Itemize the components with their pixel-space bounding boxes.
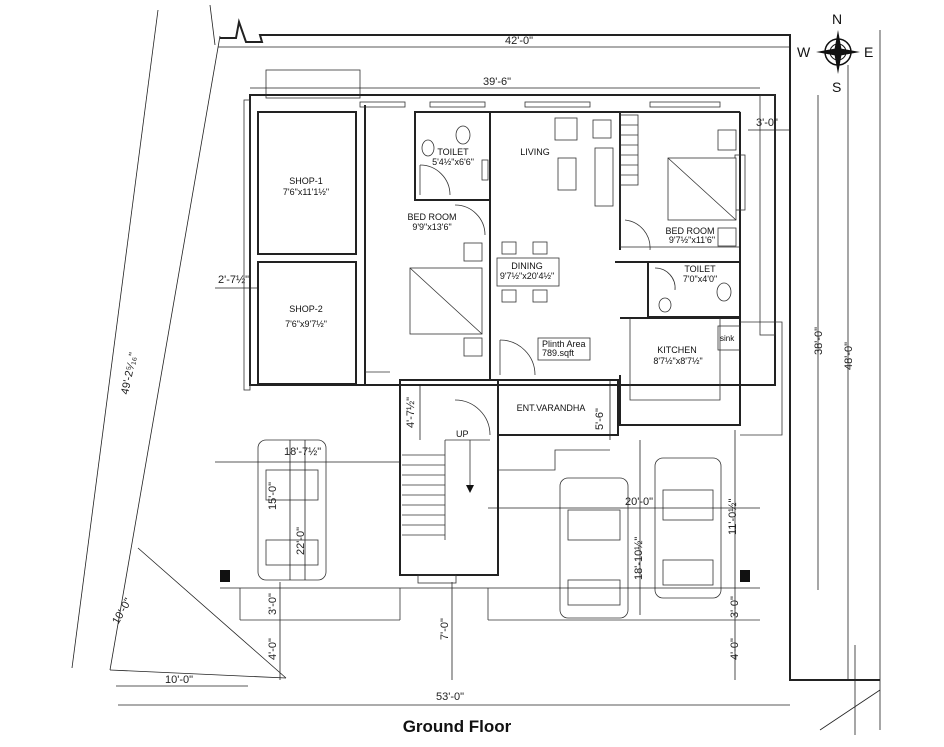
bed2-name: BED ROOM	[665, 226, 714, 236]
dim-car-22: 22'-0"	[295, 527, 307, 555]
door-swings	[419, 164, 676, 436]
shop2-size: 7'6"x9'7½"	[285, 319, 327, 329]
car-icons	[257, 439, 722, 619]
bed1-size: 9'9"x13'6"	[412, 222, 451, 232]
compass-n: N	[832, 11, 842, 27]
building-walls	[220, 69, 783, 582]
compass-s: S	[832, 79, 841, 95]
dim-car-18: 18'-10½"	[633, 537, 645, 580]
living-name: LIVING	[520, 147, 550, 157]
dim-bot-7: 7'-0"	[439, 618, 451, 640]
room-labels: SHOP-1 7'6"x11'1½" SHOP-2 7'6"x9'7½" TOI…	[283, 147, 735, 439]
dim-left-small: 2'-7½"	[218, 274, 249, 286]
staircase-upper	[619, 114, 639, 186]
car-left	[257, 439, 327, 581]
car-right	[654, 457, 722, 599]
sofa-icon	[594, 147, 614, 207]
dining-name: DINING	[511, 261, 543, 271]
dim-car-11: 11'-0½"	[727, 499, 739, 535]
dim-left-diag: 49'-2⁵⁄₁₆"	[119, 351, 140, 395]
plinth-name: Plinth Area	[542, 339, 586, 349]
sink-label: sink	[720, 334, 735, 343]
shop2-name: SHOP-2	[289, 304, 323, 314]
toilet1-size: 5'4½"x6'6"	[432, 157, 474, 167]
table-icon	[557, 157, 577, 191]
dimension-lines	[116, 46, 849, 706]
dim-right-setback: 3'-0"	[756, 117, 778, 129]
dim-bot-10: 10'-0"	[165, 674, 193, 686]
dim-bottom-total: 53'-0"	[436, 691, 464, 703]
dimension-labels: 42'-0" 39'-6" 3'-0" 49'-2⁵⁄₁₆" 2'-7½" 18…	[110, 35, 855, 703]
dining-size: 9'7½"x20'4½"	[500, 271, 554, 281]
dim-right-38: 38'-0"	[813, 327, 825, 355]
dim-bot-3a: 3'-0"	[267, 593, 279, 615]
kitchen-name: KITCHEN	[657, 345, 697, 355]
stair-up-label: UP	[456, 429, 469, 439]
dim-bot-4a: 4'-0"	[267, 638, 279, 660]
dim-bot-4b: 4'-0"	[729, 638, 741, 660]
dim-car-15: 15'-0"	[267, 482, 279, 510]
drawing-title: Ground Floor	[403, 717, 512, 736]
toilet2-size: 7'0"x4'0"	[683, 274, 717, 284]
toilet1-name: TOILET	[437, 147, 469, 157]
toilet2-name: TOILET	[684, 264, 716, 274]
bed1-name: BED ROOM	[407, 212, 456, 222]
staircase	[402, 439, 490, 540]
shop1-size: 7'6"x11'1½"	[283, 187, 329, 197]
compass-icon: N S E W	[797, 11, 873, 95]
compass-e: E	[864, 44, 873, 60]
armchair-icon	[554, 117, 578, 141]
plinth-value: 789.sqft	[542, 348, 575, 358]
dim-mid-418: 18'-7½"	[284, 446, 321, 458]
furniture	[409, 117, 737, 357]
dim-ver-56: 5'-6"	[594, 408, 606, 430]
dim-diag-10: 10'-0"	[110, 596, 134, 626]
shop1-name: SHOP-1	[289, 176, 323, 186]
site-boundary	[71, 4, 881, 735]
toilet-seat-icon	[455, 125, 471, 145]
dim-bot-3b: 3'-0"	[729, 596, 741, 618]
compass-w: W	[797, 44, 811, 60]
dim-car-20: 20'-0"	[625, 496, 653, 508]
kitchen-size: 8'7½"x8'7½"	[653, 356, 702, 366]
verandha-name: ENT.VARANDHA	[517, 403, 586, 413]
car-mid	[559, 477, 629, 619]
dim-top-inner: 39'-6"	[483, 76, 511, 88]
dining-table-icon	[496, 257, 560, 287]
plant-icon	[592, 119, 612, 139]
dim-right-48: 48'-0"	[843, 342, 855, 370]
dim-top-outer: 42'-0"	[505, 35, 533, 47]
bed2-size: 9'7½"x11'6"	[669, 235, 715, 245]
dim-stair-47: 4'-7½"	[405, 397, 417, 428]
